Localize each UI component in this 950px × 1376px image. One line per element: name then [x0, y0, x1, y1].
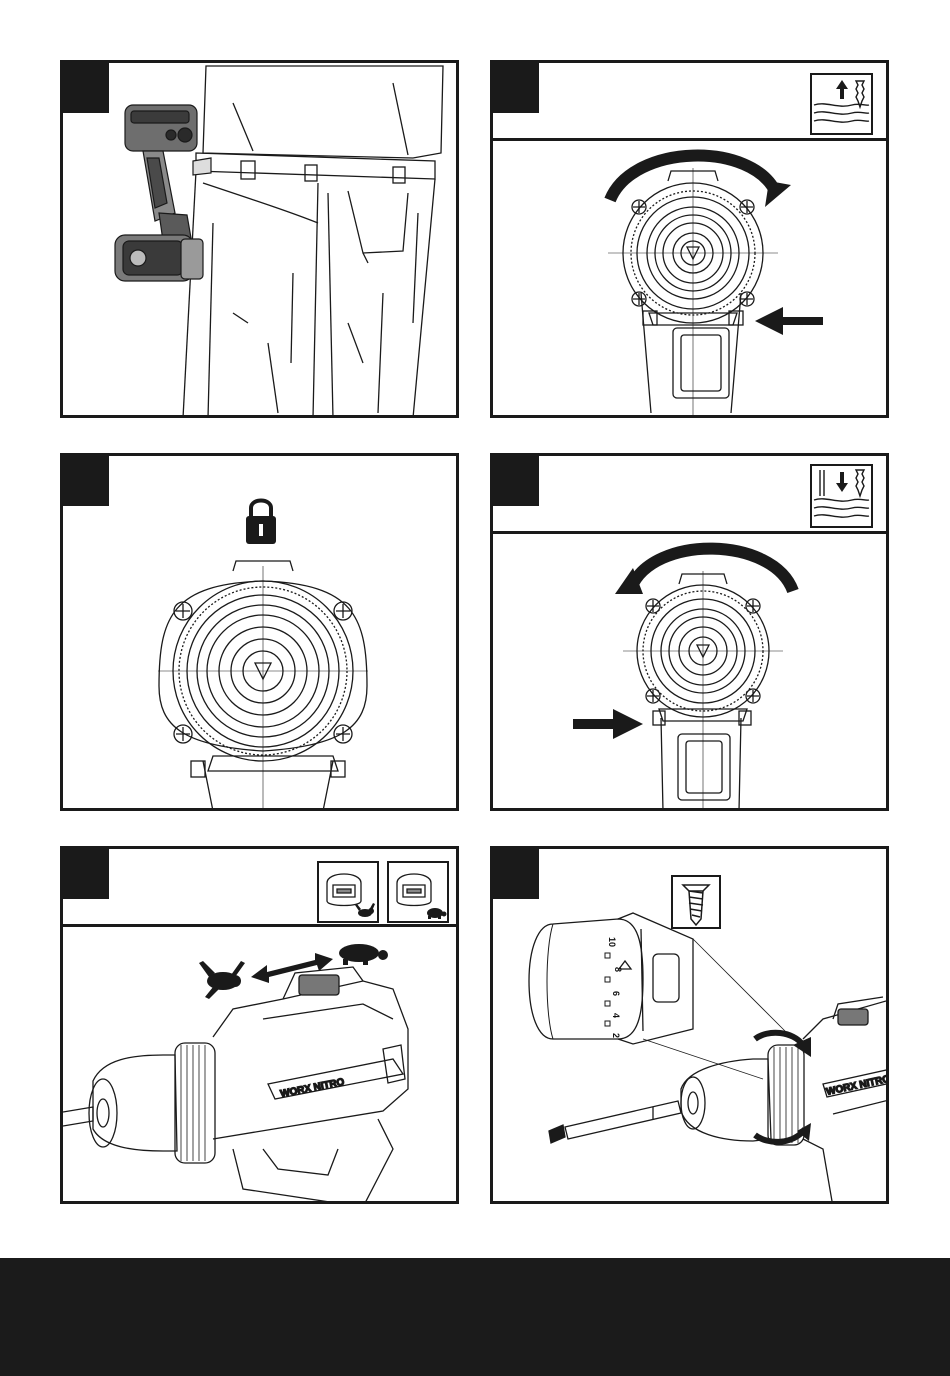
drill-on-belt-illustration [63, 63, 459, 418]
torque-collar-zoom-icon [529, 913, 788, 1079]
page-footer-band [0, 1258, 950, 1376]
padlock-icon [246, 501, 276, 545]
torque-scale-2: 2 [611, 1033, 621, 1038]
figure-forward-rotation [490, 60, 889, 418]
drill-front-view [493, 63, 889, 418]
torque-scale-4: 4 [611, 1013, 621, 1018]
figure-belt-clip [60, 60, 459, 418]
high-speed-rabbit-icon [199, 961, 245, 999]
figure-reverse-rotation [490, 453, 889, 811]
brand-label-torque: WORX NITRO [825, 1074, 889, 1098]
figure-spindle-lock [60, 453, 459, 811]
figure-gear-selection: WORX NITRO [60, 846, 459, 1204]
torque-scale-8: 8 [613, 967, 623, 972]
drill-front-view-reverse [493, 456, 889, 811]
figure-torque-setting: 10 8 6 4 2 WORX NITRO [490, 846, 889, 1204]
torque-scale: 10 8 6 4 2 [605, 937, 623, 1038]
drill-side-view-gear: WORX NITRO [63, 849, 459, 1204]
low-speed-turtle-icon [339, 944, 388, 965]
drill-front-view-locked [63, 456, 459, 811]
torque-scale-6: 6 [611, 991, 621, 996]
torque-scale-10: 10 [607, 937, 617, 947]
drill-torque-view: 10 8 6 4 2 WORX NITRO [493, 849, 889, 1204]
